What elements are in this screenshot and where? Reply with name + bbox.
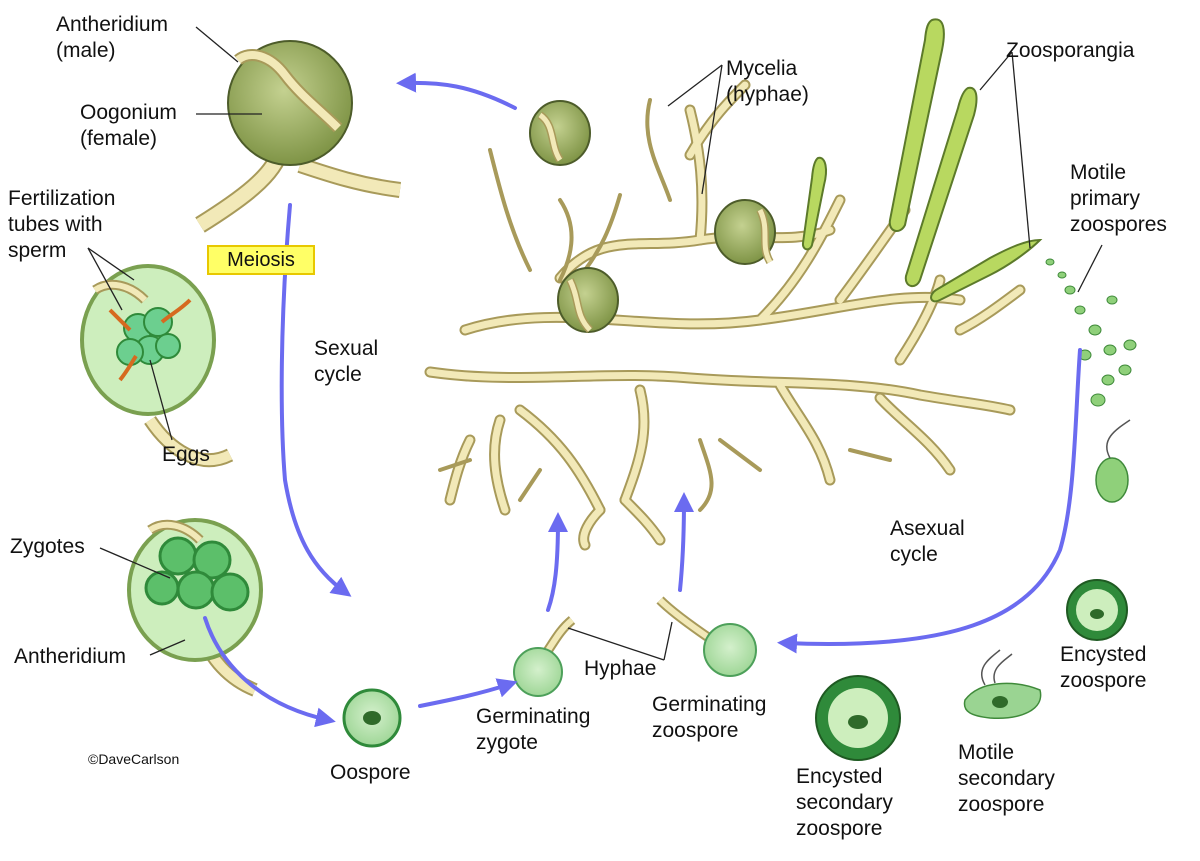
germinating-zoospore-cell [656, 596, 757, 677]
label-oospore: Oospore [330, 761, 411, 784]
label-encysted-zoospore: Encysted zoospore [1060, 643, 1147, 692]
germinating-zygote-cell [513, 616, 576, 697]
fertilization-oogonium [80, 264, 234, 467]
label-meiosis: Meiosis [207, 245, 315, 275]
encysted-secondary-zoospore-cell [815, 675, 901, 761]
mycelium-oogonium-1 [529, 100, 591, 166]
encysted-zoospore-cell [1066, 579, 1128, 641]
arrow-germinating-zygote-to-mycelium [546, 512, 568, 612]
motile-secondary-zoospore-cell [963, 649, 1042, 719]
label-germinating-zoospore: Germinating zoospore [652, 693, 767, 742]
label-motile-primary-zoospores: Motile primary zoospores [1070, 161, 1167, 236]
arrow-oospore-to-germinating-zygote [418, 678, 518, 708]
mycelium-oogonium-3 [557, 267, 619, 333]
label-encysted-secondary-zoospore: Encysted secondary zoospore [796, 765, 893, 840]
leader-lines [87, 26, 1103, 661]
arrow-germinating-zoospore-to-mycelium [673, 492, 694, 592]
motile-primary-zoospores-cluster [1045, 258, 1137, 407]
label-sexual-cycle: Sexual cycle [314, 337, 379, 386]
label-antheridium: Antheridium [14, 645, 127, 668]
mycelium-network [424, 79, 1026, 551]
cycle-arrows [203, 72, 1082, 728]
zoosporangia [801, 18, 1043, 303]
arrow-zygotes-to-oospore [203, 616, 336, 728]
label-zoosporangia: Zoosporangia [1006, 39, 1135, 62]
label-mycelia-hyphae: Mycelia (hyphae) [726, 57, 809, 106]
arrow-asexual-return [777, 348, 1082, 654]
arrow-oogonium-to-oospore [279, 203, 352, 597]
label-hyphae: Hyphae [584, 657, 657, 680]
label-germinating-zygote: Germinating zygote [476, 705, 591, 754]
oospore-cell [342, 688, 402, 748]
arrow-mycelium-to-oogonium [396, 72, 517, 110]
credit-text: ©DaveCarlson [88, 751, 180, 767]
motile-zoospore-large [1095, 419, 1131, 503]
label-eggs: Eggs [162, 443, 210, 466]
zygotes-oogonium [127, 518, 263, 697]
label-antheridium-male: Antheridium (male) [56, 13, 169, 62]
label-zygotes: Zygotes [10, 535, 85, 558]
label-oogonium-female: Oogonium (female) [80, 101, 177, 150]
label-fertilization-tubes: Fertilization tubes with sperm [8, 187, 116, 262]
oogonium-with-antheridium [195, 40, 401, 233]
label-asexual-cycle: Asexual cycle [890, 517, 965, 566]
mycelium-oogonium-2 [714, 199, 776, 265]
label-motile-secondary-zoospore: Motile secondary zoospore [958, 741, 1055, 816]
